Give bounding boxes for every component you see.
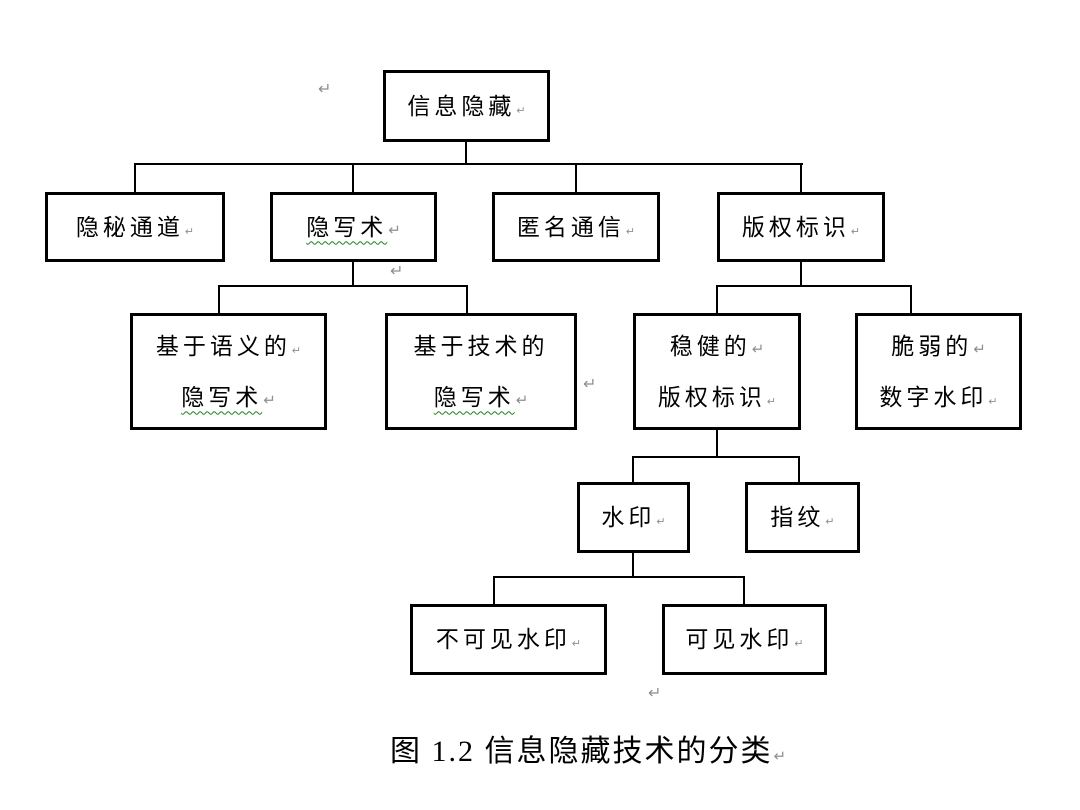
connector-line [352, 262, 354, 287]
line-break-mark-icon: ↵ [751, 340, 765, 358]
paragraph-mark-icon: ↵ [825, 516, 835, 529]
paragraph-mark-icon: ↵ [794, 638, 804, 651]
figure-caption-text: 图 1.2 信息隐藏技术的分类 [390, 735, 773, 768]
line-break-mark-icon: ↵ [318, 81, 332, 98]
connector-line [800, 262, 802, 287]
node-technical-steganography[interactable]: 基于技术的隐写术↵ [385, 313, 577, 430]
node-label-text: 数字水印 [879, 383, 988, 410]
connector-line [800, 163, 802, 192]
paragraph-mark-icon: ↵ [291, 344, 302, 357]
node-label-text: 水印 [601, 504, 656, 531]
node-label-line: 版权标识↵ [658, 383, 776, 412]
paragraph-mark-icon: ↵ [766, 395, 777, 408]
node-label-text: 版权标识 [657, 383, 766, 410]
node-label-text: 匿名通信 [516, 213, 625, 240]
node-info-hiding[interactable]: 信息隐藏↵ [383, 70, 550, 142]
node-label-line: 基于技术的 [414, 332, 549, 361]
connector-line [218, 285, 220, 313]
node-label-line: 隐写术↵ [306, 213, 401, 242]
connector-line [632, 456, 800, 458]
line-break-mark-icon: ↵ [263, 391, 276, 409]
connector-line [465, 142, 467, 165]
node-label-text: 基于语义的 [155, 332, 291, 359]
connector-line [493, 576, 495, 604]
node-label-text: 指纹 [770, 504, 825, 531]
line-break-mark-icon: ↵ [390, 263, 404, 280]
figure-caption: 图 1.2 信息隐藏技术的分类↵ [390, 726, 786, 770]
node-label-line: 水印↵ [601, 503, 665, 532]
node-label-line: 不可见水印↵ [436, 625, 581, 654]
node-label-text: 信息隐藏 [407, 92, 516, 119]
line-break-mark-icon: ↵ [388, 221, 401, 239]
node-label-text: 脆弱的 [891, 332, 973, 359]
node-fragile-digital-watermark[interactable]: 脆弱的↵数字水印↵ [855, 313, 1022, 430]
node-copyright-marking[interactable]: 版权标识↵ [717, 192, 885, 262]
node-label-text: 隐写术 [181, 383, 263, 410]
node-label-text: 隐写术 [306, 213, 388, 240]
node-label-line: 隐秘通道↵ [76, 213, 194, 242]
connector-line [134, 163, 803, 165]
connector-line [743, 576, 745, 604]
node-label-line: 稳健的↵ [670, 332, 765, 361]
node-fingerprint[interactable]: 指纹↵ [745, 482, 860, 553]
node-covert-channel[interactable]: 隐秘通道↵ [45, 192, 225, 262]
paragraph-mark-icon: ↵ [516, 104, 526, 117]
node-label-line: 脆弱的↵ [891, 332, 986, 361]
paragraph-mark-icon: ↵ [656, 516, 666, 529]
connector-line [218, 285, 468, 287]
node-label-text: 不可见水印 [435, 626, 571, 653]
connector-line [466, 285, 468, 313]
node-label-line: 信息隐藏↵ [407, 92, 525, 121]
paragraph-mark-icon: ↵ [773, 749, 787, 765]
node-label-line: 隐写术↵ [181, 383, 276, 412]
node-label-line: 隐写术↵ [434, 383, 529, 412]
connector-line [632, 553, 634, 578]
connector-line [493, 576, 745, 578]
node-label-line: 版权标识↵ [742, 213, 860, 242]
node-robust-copyright-marking[interactable]: 稳健的↵版权标识↵ [633, 313, 801, 430]
node-label-text: 可见水印 [685, 626, 794, 653]
paragraph-mark-icon: ↵ [625, 225, 636, 238]
line-break-mark-icon: ↵ [583, 376, 597, 393]
connector-line [352, 163, 354, 192]
line-break-mark-icon: ↵ [515, 391, 529, 409]
connector-line [632, 456, 634, 482]
node-label-line: 可见水印↵ [685, 625, 803, 654]
node-visible-watermark[interactable]: 可见水印↵ [662, 604, 827, 675]
node-anonymous-communication[interactable]: 匿名通信↵ [492, 192, 660, 262]
connector-line [716, 285, 912, 287]
node-label-text: 稳健的 [669, 332, 751, 359]
paragraph-mark-icon: ↵ [850, 225, 861, 238]
node-label-text: 隐秘通道 [75, 213, 184, 240]
connector-line [575, 163, 577, 192]
paragraph-mark-icon: ↵ [184, 225, 195, 238]
node-steganography[interactable]: 隐写术↵ [270, 192, 437, 262]
node-label-text: 版权标识 [741, 213, 850, 240]
connector-line [798, 456, 800, 482]
connector-line [716, 430, 718, 458]
node-semantic-steganography[interactable]: 基于语义的↵隐写术↵ [130, 313, 327, 430]
paragraph-mark-icon: ↵ [571, 638, 582, 651]
node-invisible-watermark[interactable]: 不可见水印↵ [410, 604, 607, 675]
node-label-line: 匿名通信↵ [517, 213, 635, 242]
connector-line [716, 285, 718, 313]
node-watermark[interactable]: 水印↵ [577, 482, 690, 553]
line-break-mark-icon: ↵ [648, 685, 662, 702]
node-label-line: 数字水印↵ [879, 383, 997, 412]
line-break-mark-icon: ↵ [973, 340, 986, 358]
connector-line [910, 285, 912, 313]
node-label-line: 基于语义的↵ [156, 332, 301, 361]
node-label-text: 隐写术 [433, 383, 515, 410]
node-label-line: 指纹↵ [770, 503, 834, 532]
connector-line [134, 163, 136, 192]
node-label-text: 基于技术的 [413, 332, 549, 359]
paragraph-mark-icon: ↵ [988, 395, 998, 408]
